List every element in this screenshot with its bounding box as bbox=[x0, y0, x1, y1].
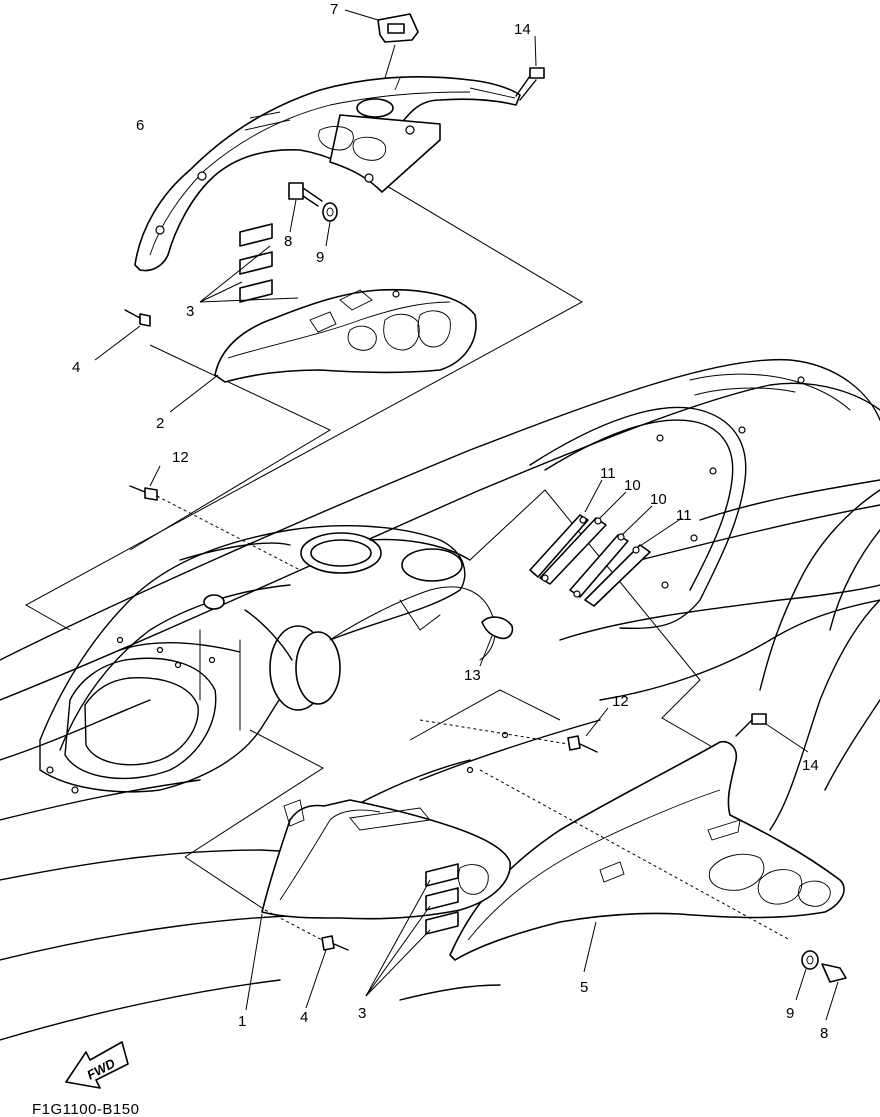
part-2-upper-panel bbox=[169, 288, 477, 413]
part-7-latch bbox=[344, 9, 419, 79]
callout-8-top: 8 bbox=[284, 233, 292, 250]
callout-9-bottom: 9 bbox=[786, 1005, 794, 1022]
hull-body bbox=[0, 358, 880, 1041]
callout-1: 1 bbox=[238, 1013, 246, 1030]
part-3-top-pads bbox=[199, 223, 299, 303]
callout-11-b: 11 bbox=[676, 507, 692, 524]
part-3-bottom-leaders bbox=[365, 879, 431, 997]
callout-13: 13 bbox=[464, 667, 481, 684]
part-1-side-cover bbox=[245, 799, 511, 1011]
callout-numbers: 7 14 6 8 9 3 4 2 12 11 10 10 11 13 12 14… bbox=[72, 1, 828, 1042]
part-4-bottom-rivet bbox=[264, 909, 349, 1009]
drawing-code: F1G1100-B150 bbox=[32, 1101, 139, 1117]
part-14-right-screw bbox=[735, 713, 809, 753]
callout-2: 2 bbox=[156, 415, 164, 432]
callout-4-bottom: 4 bbox=[300, 1009, 308, 1026]
callout-8-bottom: 8 bbox=[820, 1025, 828, 1042]
leader-boxes bbox=[24, 169, 736, 911]
part-13-clip bbox=[479, 616, 514, 667]
part-9-8-bottom bbox=[795, 950, 847, 1021]
callout-5: 5 bbox=[580, 979, 588, 996]
callout-10-b: 10 bbox=[650, 491, 667, 508]
callout-14-right: 14 bbox=[802, 757, 819, 774]
callout-12-left: 12 bbox=[172, 449, 189, 466]
part-14-top-screw bbox=[515, 35, 545, 101]
callout-7: 7 bbox=[330, 1, 338, 18]
callout-11-a: 11 bbox=[600, 465, 616, 482]
part-12-right-rivet bbox=[419, 707, 609, 753]
callout-10-a: 10 bbox=[624, 477, 641, 494]
callout-3-top: 3 bbox=[186, 303, 194, 320]
fwd-arrow-icon: FWD bbox=[65, 1041, 129, 1089]
parts-10-11-brackets bbox=[529, 479, 683, 607]
part-5-side-cover bbox=[449, 740, 845, 973]
callout-9-top: 9 bbox=[316, 249, 324, 266]
callout-4-top: 4 bbox=[72, 359, 80, 376]
part-8-9-top-bolt bbox=[288, 182, 338, 247]
callout-14-top: 14 bbox=[514, 21, 531, 38]
part-12-left-rivet bbox=[129, 465, 301, 571]
center-housing bbox=[39, 525, 496, 794]
part-6-rear-cover bbox=[134, 76, 521, 272]
callout-12-right: 12 bbox=[612, 693, 629, 710]
callout-3-bottom: 3 bbox=[358, 1005, 366, 1022]
part-4-top-rivet bbox=[94, 309, 151, 361]
callout-6: 6 bbox=[136, 117, 144, 134]
